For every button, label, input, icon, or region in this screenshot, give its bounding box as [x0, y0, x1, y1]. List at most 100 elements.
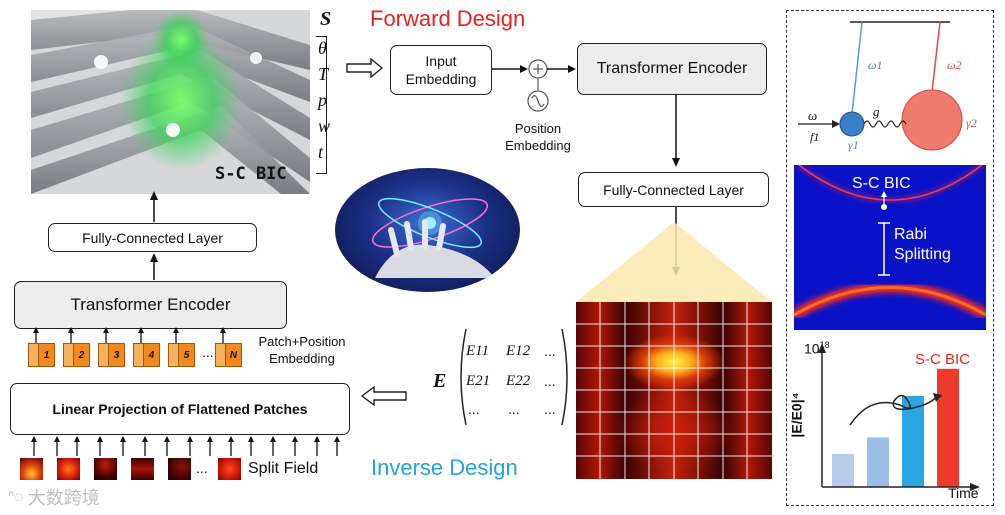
param-item: θ [318, 38, 327, 58]
split-arrow-up [248, 436, 254, 456]
band-sc-bic-label: S-C BIC [852, 175, 911, 192]
patch-position-line2: Embedding [269, 351, 335, 366]
patch-arrow-up [173, 327, 179, 343]
split-arrow-up [74, 436, 80, 456]
split-field-thumbnail [131, 458, 154, 480]
left-arrow-up-2 [150, 253, 158, 280]
split-arrow-up [292, 436, 298, 456]
forward-design-title: Forward Design [370, 6, 526, 31]
patch-token: 1 [38, 343, 55, 367]
split-arrow-up [164, 436, 170, 456]
output-beam [576, 222, 772, 302]
patch-token: 2 [73, 343, 90, 367]
split-field-thumbnail [20, 458, 43, 480]
split-field-thumbnail [57, 458, 80, 480]
matrix-cell-22: E22 [506, 373, 531, 389]
chart-bar [867, 437, 889, 487]
input-embedding-line1: Input [425, 53, 457, 69]
matrix-cell-23: ... [544, 373, 556, 389]
split-arrow-up [31, 436, 37, 456]
patch-position-label: Patch+Position Embedding [252, 333, 352, 367]
position-token [98, 343, 109, 367]
rabi-line2: Splitting [894, 246, 951, 263]
split-arrow-up [97, 436, 103, 456]
param-bracket [316, 36, 327, 174]
position-token [63, 343, 74, 367]
split-field-thumbnail [168, 458, 191, 480]
bar-chart-svg [818, 343, 980, 491]
f1-label: f1 [810, 130, 820, 144]
patch-position-line1: Patch+Position [258, 334, 346, 349]
forward-fc-box: Fully-Connected Layer [578, 172, 769, 207]
forward-arrow-down-1 [672, 95, 680, 167]
omega1-label: ω1 [868, 58, 883, 72]
split-arrow-up [54, 436, 60, 456]
split-arrow-up [207, 436, 213, 456]
field-heatmap [576, 302, 772, 479]
position-embedding-label: Position Embedding [498, 120, 578, 154]
param-item: t [318, 142, 324, 162]
left-transformer-box: Transformer Encoder [14, 281, 287, 329]
watermark-logo-icon: ᐢ◌ [8, 489, 24, 506]
watermark: ᐢ◌ 大数跨境 [8, 484, 100, 510]
right-panel [786, 10, 994, 506]
chart-y-top: 1018 [804, 340, 830, 357]
coupled-oscillator-diagram [798, 21, 963, 151]
position-token [133, 343, 144, 367]
ai-hand-image [335, 168, 520, 292]
param-item: w [318, 116, 331, 136]
split-arrow-up [120, 436, 126, 456]
left-arrow-up-1 [150, 191, 158, 222]
matrix-cell-13: ... [544, 343, 556, 359]
split-arrow-up [142, 436, 148, 456]
position-token [215, 343, 226, 367]
matrix-cell-11: E11 [466, 343, 490, 359]
patch-arrow-up [220, 327, 226, 343]
inverse-design-title: Inverse Design [371, 455, 518, 480]
structure-image: S-C BIC [31, 10, 310, 194]
matrix-cell-31: ... [468, 401, 480, 417]
hollow-arrow-left [360, 385, 407, 407]
matrix-brackets [460, 328, 568, 426]
band-curves [794, 165, 986, 320]
left-fc-box: Fully-Connected Layer [48, 223, 257, 252]
patch-token: 3 [108, 343, 125, 367]
patch-arrow-up [103, 327, 109, 343]
patch-arrow-up [68, 327, 74, 343]
chart-bar [937, 368, 959, 487]
split-field-label: Split Field [248, 460, 319, 477]
param-heading: S [320, 8, 332, 30]
param-item: T [318, 64, 329, 84]
heatmap-grid [576, 302, 772, 479]
chart-y-base: 10 [804, 340, 820, 357]
chart-y-exp: 18 [819, 340, 830, 350]
gamma1-label: γ1 [848, 138, 859, 152]
watermark-text: 大数跨境 [27, 488, 100, 508]
split-arrow-up [270, 436, 276, 456]
matrix-cell-12: E12 [506, 343, 531, 359]
gamma2-label: γ2 [966, 116, 977, 130]
bar-chart: 1018 |E/E0|⁴ Time S-C BIC [789, 335, 990, 505]
g-label: g [873, 104, 880, 119]
position-embedding-line2: Embedding [505, 138, 571, 153]
matrix-cell-33: ... [544, 401, 556, 417]
patch-ellipsis: ... [202, 344, 214, 360]
ai-hand-drawing [371, 197, 495, 278]
input-embedding-line2: Embedding [405, 71, 477, 87]
input-embedding-box: Input Embedding [390, 45, 492, 95]
position-token [28, 343, 39, 367]
param-item: p [318, 90, 327, 110]
linear-projection-box: Linear Projection of Flattened Patches [10, 383, 350, 435]
forward-connectors [492, 59, 576, 112]
split-field-thumbnail [94, 458, 117, 480]
patch-token: N [225, 343, 242, 367]
hollow-arrow-right [346, 58, 384, 78]
split-arrow-up [187, 436, 193, 456]
rabi-label: Rabi Splitting [894, 225, 951, 265]
matrix-cell-21: E21 [466, 373, 491, 389]
forward-transformer-box: Transformer Encoder [577, 43, 767, 95]
band-diagram: S-C BIC Rabi Splitting [794, 165, 986, 330]
chart-sc-bic-label: S-C BIC [915, 351, 971, 368]
split-field-ellipsis: ... [196, 460, 208, 476]
patch-arrow-up [138, 327, 144, 343]
